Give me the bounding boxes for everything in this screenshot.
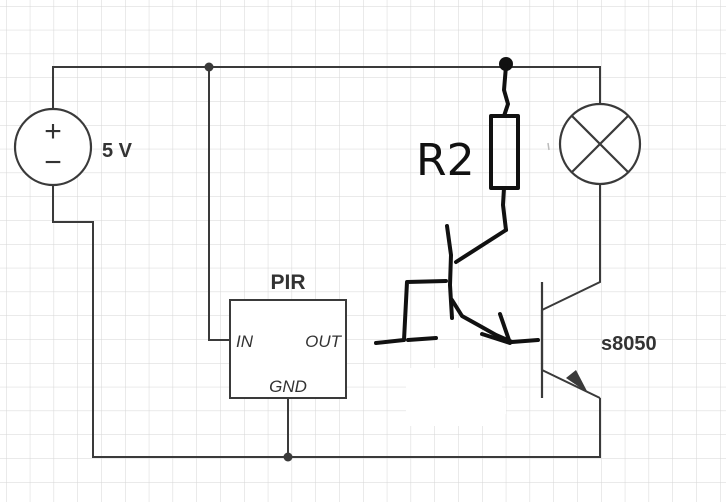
lamp-to-collector-wire: [541, 185, 601, 311]
resistor-top-lead: [502, 64, 510, 118]
wires: [52, 66, 601, 458]
hand-drawn-junction-dot: [499, 57, 513, 71]
source-voltage-label: 5 V: [102, 140, 133, 162]
lamp-icon: [558, 102, 642, 186]
source-plus-sign: +: [44, 115, 62, 148]
hand-pir-out-wire: [374, 279, 448, 345]
hand-emitter-arrow: [480, 312, 512, 345]
hand-drawn-circuit: [374, 64, 540, 345]
pir-title: PIR: [270, 271, 305, 294]
hand-emitter-lead: [450, 298, 540, 344]
hand-wire-stub: [406, 336, 438, 342]
pir-pin-in: IN: [236, 332, 254, 351]
pir-pin-gnd: GND: [269, 377, 307, 396]
erased-area: [406, 368, 502, 426]
junction-dot-top: [204, 62, 214, 72]
stray-mark: [547, 142, 550, 151]
source-minus-sign: −: [44, 146, 62, 179]
bottom-rail-wire: [52, 186, 601, 458]
emitter-arrow: [566, 370, 588, 393]
pir-in-wire: [208, 67, 230, 341]
emitter-wire: [541, 369, 601, 399]
transistor-label: s8050: [601, 333, 657, 355]
pir-module: [229, 299, 347, 399]
voltage-source: + −: [13, 107, 93, 187]
resistor-label: R2: [416, 135, 475, 186]
resistor-bottom-lead: [501, 186, 508, 232]
hand-collector-lead: [454, 228, 508, 264]
top-rail-wire: [52, 66, 601, 108]
pir-pin-out: OUT: [305, 332, 343, 351]
junction-dot-bottom: [283, 452, 293, 462]
erased-area-extra: [466, 398, 506, 414]
